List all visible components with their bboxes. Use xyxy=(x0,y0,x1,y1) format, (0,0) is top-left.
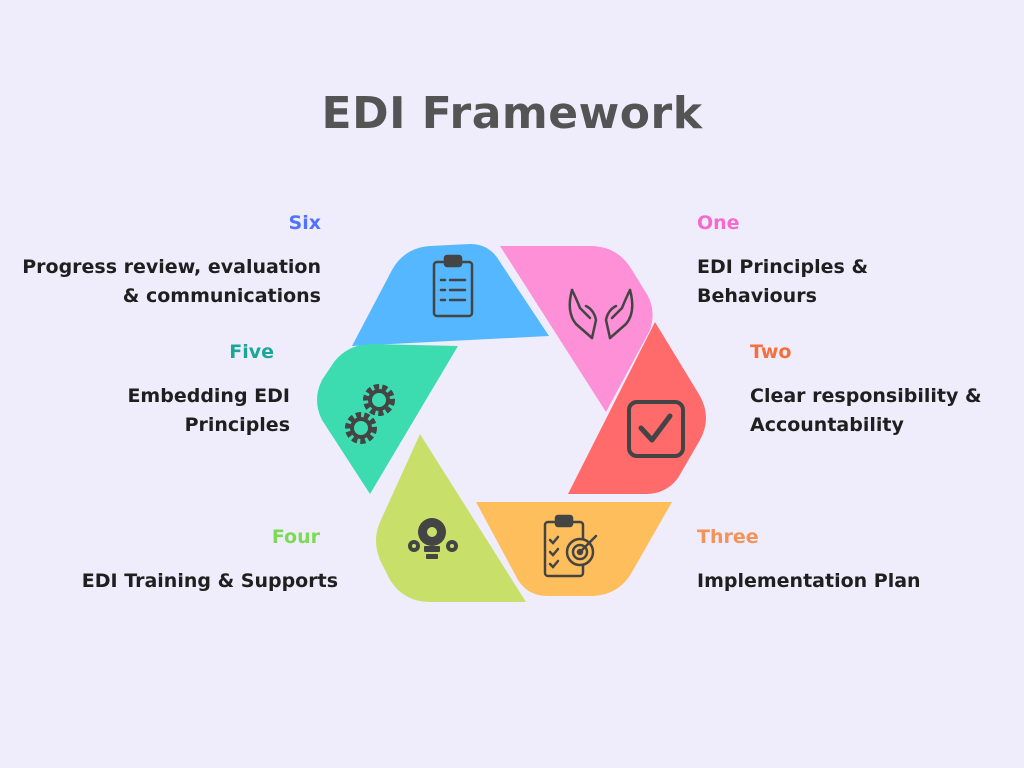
step-six-text: Progress review, evaluation & communicat… xyxy=(22,256,321,307)
step-three-number: Three xyxy=(697,526,759,548)
step-five-number: Five xyxy=(229,341,274,363)
step-one-text: EDI Principles & Behaviours xyxy=(697,256,869,307)
step-four-number: Four xyxy=(271,526,320,548)
clipboard-checklist-icon xyxy=(432,254,474,318)
gear-lightbulb-icon xyxy=(408,518,458,559)
step-two: Two Clear responsibility & Accountabilit… xyxy=(750,341,990,440)
checkbox-icon xyxy=(627,400,685,458)
step-six: Six Progress review, evaluation & commun… xyxy=(20,212,321,311)
open-hands-icon xyxy=(568,288,634,340)
segment-two xyxy=(568,322,706,494)
segment-five xyxy=(317,344,458,494)
step-one-number: One xyxy=(697,212,740,234)
step-four: Four EDI Training & Supports xyxy=(60,526,338,596)
step-five-text: Embedding EDI Principles xyxy=(127,385,290,436)
step-four-text: EDI Training & Supports xyxy=(81,570,338,592)
page-title: EDI Framework xyxy=(321,88,703,139)
clipboard-target-icon xyxy=(543,514,598,578)
segment-four xyxy=(376,434,526,602)
step-six-number: Six xyxy=(288,212,321,234)
segment-one xyxy=(500,246,653,412)
step-two-number: Two xyxy=(750,341,792,363)
segment-six xyxy=(352,244,549,346)
step-two-text: Clear responsibility & Accountability xyxy=(750,385,982,436)
gears-icon xyxy=(345,384,395,444)
step-three-text: Implementation Plan xyxy=(697,570,921,592)
step-three: Three Implementation Plan xyxy=(697,526,957,596)
step-five: Five Embedding EDI Principles xyxy=(100,341,290,440)
step-one: One EDI Principles & Behaviours xyxy=(697,212,957,311)
